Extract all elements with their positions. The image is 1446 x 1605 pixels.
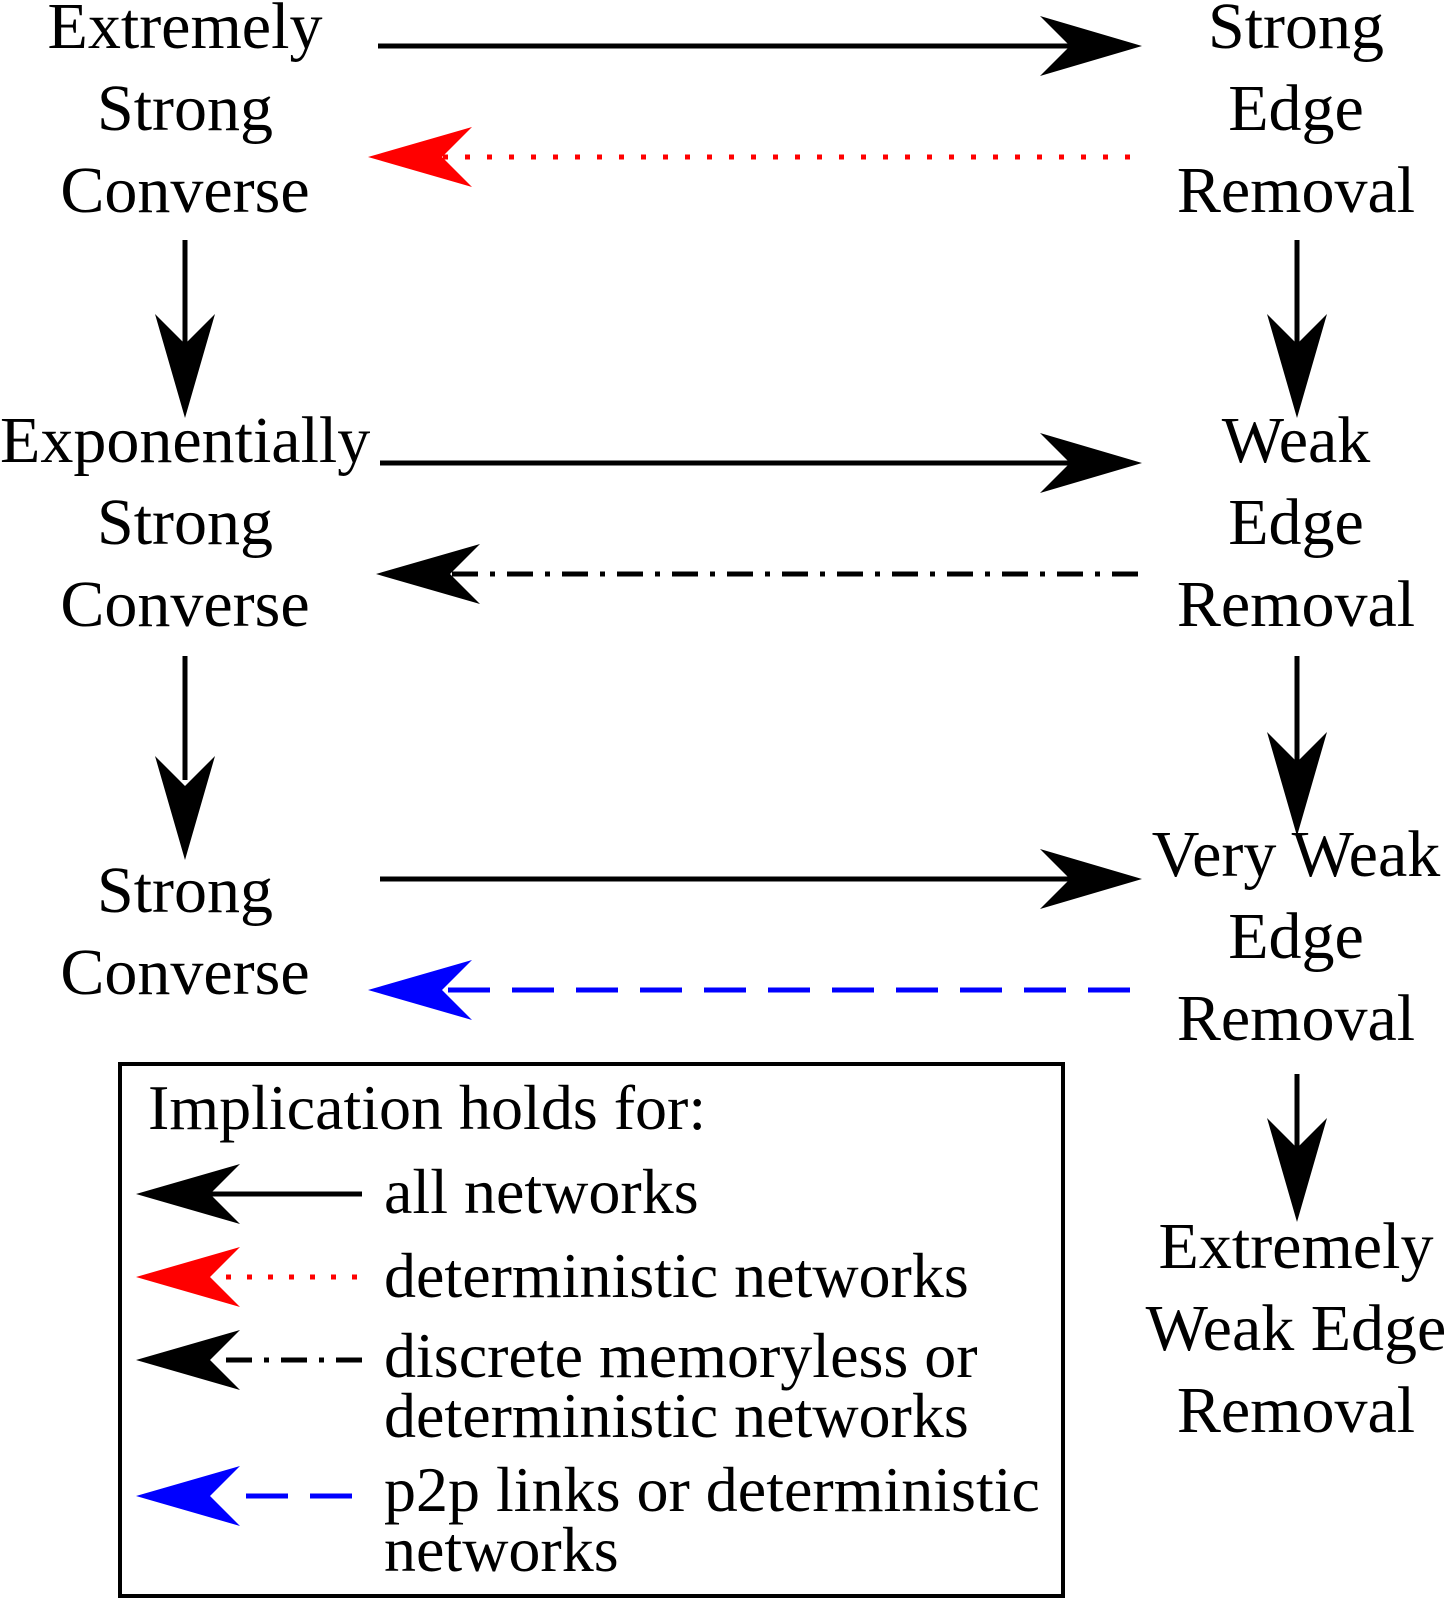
node-line: Converse — [60, 568, 310, 641]
legend-item-dashed: p2p links or deterministic networks — [384, 1454, 1040, 1585]
arrow-eec-to-wer — [380, 433, 1142, 493]
legend-item-label: p2p links or deterministic — [384, 1454, 1040, 1525]
node-extremely-weak-edge-removal: Extremely Weak Edge Removal — [1126, 1206, 1446, 1452]
node-line: Very Weak — [1151, 818, 1441, 891]
node-very-weak-edge-removal: Very Weak Edge Removal — [1126, 814, 1446, 1060]
arrow-vwer-to-ewer — [1267, 1074, 1327, 1222]
legend-sample-dashdot — [136, 1330, 362, 1390]
node-line: Strong — [1207, 0, 1385, 63]
arrow-ser-to-wer — [1267, 240, 1327, 418]
legend: Implication holds for: all networks dete… — [118, 1062, 1065, 1598]
legend-item-label: discrete memoryless or — [384, 1320, 978, 1391]
arrow-sc-to-vwer — [380, 849, 1142, 909]
node-line: Edge — [1228, 900, 1364, 973]
node-line: Exponentially — [0, 404, 371, 477]
arrow-wer-to-eec — [376, 544, 1138, 604]
node-line: Removal — [1176, 1374, 1416, 1447]
node-line: Converse — [60, 154, 310, 227]
node-weak-edge-removal: Weak Edge Removal — [1126, 400, 1446, 646]
legend-item-solid: all networks — [384, 1156, 699, 1227]
legend-title: Implication holds for: — [148, 1072, 707, 1143]
node-line: Removal — [1176, 982, 1416, 1055]
arrow-esc-to-ser — [378, 16, 1142, 76]
legend-item-label: deterministic networks — [384, 1240, 969, 1311]
node-line: Removal — [1176, 568, 1416, 641]
node-line: Strong — [96, 854, 274, 927]
node-line: Extremely — [47, 0, 323, 63]
legend-item-label: all networks — [384, 1156, 699, 1227]
node-strong-converse: Strong Converse — [0, 850, 370, 1014]
node-line: Edge — [1228, 486, 1364, 559]
arrow-vwer-to-sc — [368, 960, 1130, 1020]
node-line: Weak Edge — [1145, 1292, 1446, 1365]
node-line: Strong — [96, 486, 274, 559]
legend-item-label: deterministic networks — [384, 1380, 969, 1451]
legend-sample-dotted — [136, 1247, 362, 1307]
node-extremely-strong-converse: Extremely Strong Converse — [0, 0, 370, 232]
node-line: Removal — [1176, 154, 1416, 227]
node-line: Extremely — [1158, 1210, 1434, 1283]
node-line: Edge — [1228, 72, 1364, 145]
arrow-wer-to-vwer — [1267, 656, 1327, 836]
legend-item-label: networks — [384, 1514, 619, 1585]
legend-item-dashdot: discrete memoryless or deterministic net… — [384, 1320, 978, 1451]
node-line: Strong — [96, 72, 274, 145]
arrow-ser-to-esc — [368, 127, 1130, 187]
legend-sample-solid — [136, 1164, 362, 1224]
arrow-esc-to-eec — [155, 240, 215, 418]
arrow-eec-to-sc — [155, 656, 215, 860]
node-line: Weak — [1221, 404, 1371, 477]
node-strong-edge-removal: Strong Edge Removal — [1126, 0, 1446, 232]
node-exponentially-strong-converse: Exponentially Strong Converse — [0, 400, 370, 646]
legend-sample-dashed — [136, 1466, 362, 1526]
node-line: Converse — [60, 936, 310, 1009]
legend-item-dotted: deterministic networks — [384, 1240, 969, 1311]
